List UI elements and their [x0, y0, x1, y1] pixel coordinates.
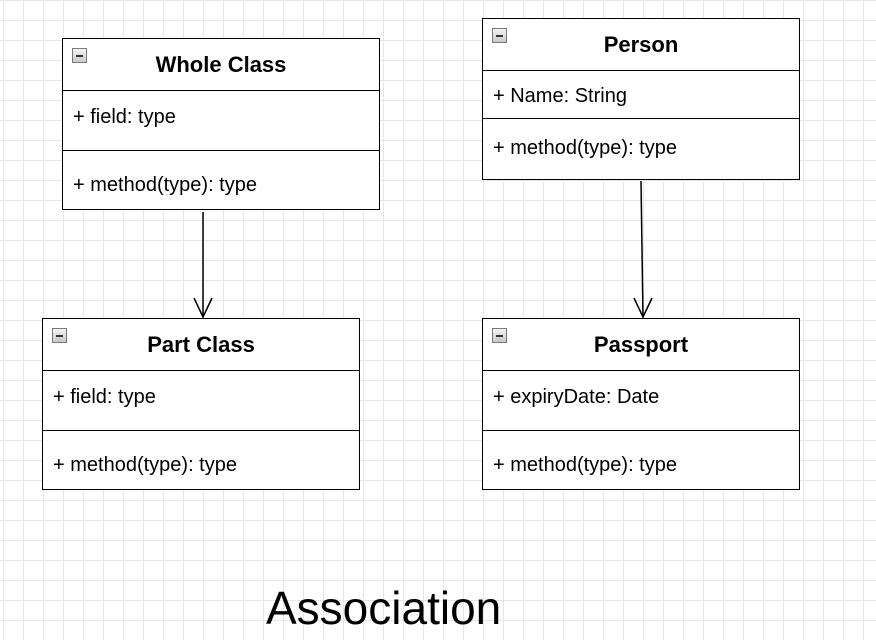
class-header: Person [483, 19, 799, 71]
class-method[interactable]: + method(type): type [493, 137, 677, 159]
class-name: Passport [593, 331, 689, 357]
methods-section: + method(type): type [483, 119, 799, 179]
attributes-section: + expiryDate: Date [483, 371, 799, 431]
diagram-caption: Association [266, 582, 502, 634]
methods-section: + method(type): type [43, 431, 359, 489]
arrowhead-icon [193, 297, 213, 319]
class-box-person[interactable]: Person + Name: String + method(type): ty… [482, 18, 800, 180]
class-box-whole[interactable]: Whole Class + field: type + method(type)… [62, 38, 380, 210]
class-name: Person [603, 31, 679, 57]
class-method[interactable]: + method(type): type [73, 174, 257, 196]
class-attribute[interactable]: + Name: String [493, 85, 627, 107]
association-person-to-passport[interactable] [633, 180, 653, 319]
collapse-icon[interactable] [72, 48, 87, 63]
collapse-icon[interactable] [52, 328, 67, 343]
class-name: Whole Class [155, 51, 287, 77]
class-name: Part Class [147, 331, 255, 357]
attributes-section: + field: type [63, 91, 379, 151]
class-header: Whole Class [63, 39, 379, 91]
attributes-section: + Name: String [483, 71, 799, 119]
association-whole-to-part[interactable] [193, 212, 213, 319]
class-method[interactable]: + method(type): type [53, 454, 237, 476]
collapse-icon[interactable] [492, 28, 507, 43]
attributes-section: + field: type [43, 371, 359, 431]
class-attribute[interactable]: + field: type [73, 106, 176, 128]
methods-section: + method(type): type [63, 151, 379, 209]
class-header: Part Class [43, 319, 359, 371]
class-box-passport[interactable]: Passport + expiryDate: Date + method(typ… [482, 318, 800, 490]
class-attribute[interactable]: + expiryDate: Date [493, 386, 660, 408]
arrowhead-icon [633, 297, 653, 319]
class-attribute[interactable]: + field: type [53, 386, 156, 408]
class-box-part[interactable]: Part Class + field: type + method(type):… [42, 318, 360, 490]
methods-section: + method(type): type [483, 431, 799, 489]
collapse-icon[interactable] [492, 328, 507, 343]
class-header: Passport [483, 319, 799, 371]
class-method[interactable]: + method(type): type [493, 454, 677, 476]
association-line-person-to-passport [640, 180, 644, 318]
